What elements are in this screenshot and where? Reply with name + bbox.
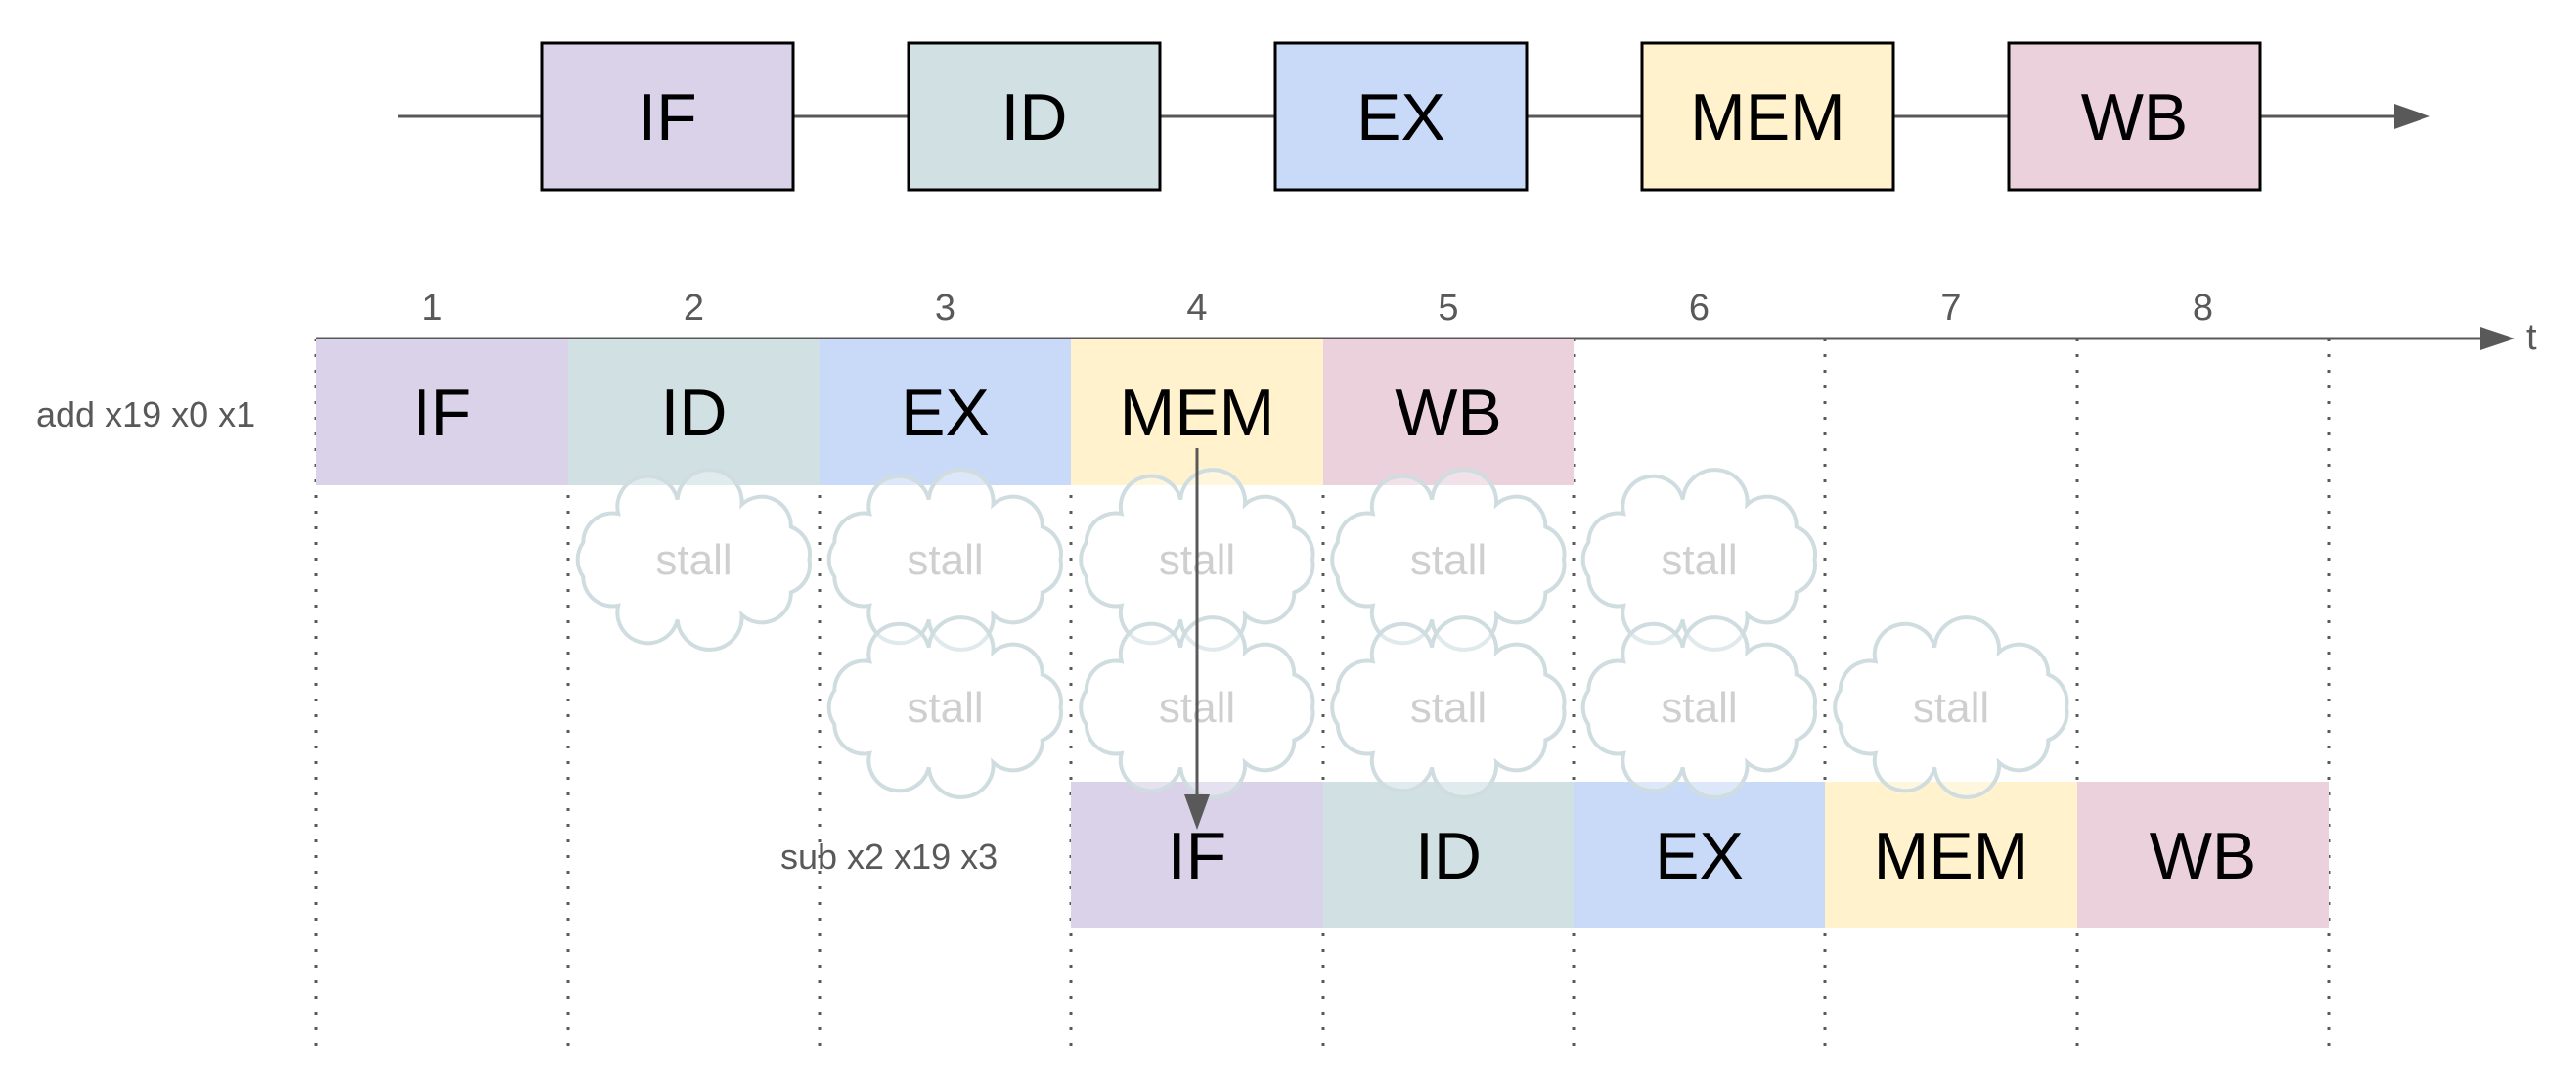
stall-label: stall bbox=[907, 684, 983, 732]
stage-cell-label-wb: WB bbox=[1395, 376, 1502, 450]
instruction-row: IF ID EX MEM WB bbox=[316, 339, 1574, 485]
stage-cell-if bbox=[316, 339, 568, 485]
stall-label: stall bbox=[1661, 536, 1737, 584]
cycle-tick-3: 3 bbox=[935, 288, 955, 329]
flow-label-wb: WB bbox=[2081, 80, 2189, 155]
stage-cell-label-ex: EX bbox=[1655, 819, 1744, 893]
cycle-tick-8: 8 bbox=[2193, 288, 2213, 329]
stage-cell-id bbox=[1323, 782, 1574, 928]
stage-cell-ex bbox=[820, 339, 1071, 485]
instruction-label-add: add x19 x0 x1 bbox=[36, 394, 255, 434]
cycle-tick-1: 1 bbox=[422, 288, 442, 329]
stall-label: stall bbox=[1410, 684, 1487, 732]
stall-label: stall bbox=[655, 536, 732, 584]
stall-label: stall bbox=[1661, 684, 1737, 732]
stage-cell-id bbox=[568, 339, 820, 485]
forwarding-arrow bbox=[1184, 448, 1210, 830]
stall-cloud bbox=[826, 615, 1063, 799]
stall-cloud bbox=[1580, 468, 1817, 652]
stall-cloud bbox=[1833, 615, 2069, 799]
stall-label: stall bbox=[907, 536, 983, 584]
cycle-tick-4: 4 bbox=[1186, 288, 1207, 329]
cycle-tick-6: 6 bbox=[1689, 288, 1710, 329]
instruction-label-sub: sub x2 x19 x3 bbox=[780, 837, 998, 877]
stage-cell-ex bbox=[1574, 782, 1825, 928]
cycle-tick-7: 7 bbox=[1940, 288, 1961, 329]
stage-cell-label-id: ID bbox=[661, 376, 728, 450]
stall-cloud bbox=[1580, 615, 1817, 799]
cycle-tick-5: 5 bbox=[1438, 288, 1458, 329]
stage-cell-wb bbox=[1323, 339, 1574, 485]
stall-label: stall bbox=[1913, 684, 1989, 732]
forwarding-arrow-head bbox=[1184, 794, 1210, 830]
stage-flow-arrowhead bbox=[2394, 104, 2430, 129]
stage-cell-wb bbox=[2077, 782, 2329, 928]
stage-cell-label-if: IF bbox=[1168, 819, 1226, 893]
stage-cell-label-mem: MEM bbox=[1120, 376, 1275, 450]
flow-box-mem bbox=[1640, 41, 1895, 192]
instruction-row: IF ID EX MEM WB bbox=[1071, 782, 2329, 928]
stall-cloud bbox=[826, 468, 1063, 652]
flow-label-ex: EX bbox=[1356, 80, 1445, 155]
stage-cell-label-mem: MEM bbox=[1874, 819, 2029, 893]
flow-box-wb bbox=[2007, 41, 2262, 192]
cycle-tick-2: 2 bbox=[684, 288, 704, 329]
stall-cloud bbox=[1330, 615, 1567, 799]
stage-cell-label-if: IF bbox=[413, 376, 471, 450]
flow-box-ex bbox=[1273, 41, 1529, 192]
flow-label-if: IF bbox=[638, 80, 696, 155]
stall-cloud bbox=[575, 468, 812, 652]
stage-cell-label-wb: WB bbox=[2150, 819, 2257, 893]
stall-label: stall bbox=[1410, 536, 1487, 584]
stall-cloud bbox=[1330, 468, 1567, 652]
stage-cell-label-ex: EX bbox=[901, 376, 990, 450]
time-axis-label: t bbox=[2526, 317, 2537, 358]
flow-label-id: ID bbox=[1001, 80, 1068, 155]
stage-flow: IF ID EX MEM WB bbox=[398, 41, 2430, 192]
flow-box-id bbox=[907, 41, 1162, 192]
flow-box-if bbox=[540, 41, 795, 192]
stage-cell-label-id: ID bbox=[1415, 819, 1482, 893]
stage-cell-mem bbox=[1825, 782, 2077, 928]
flow-label-mem: MEM bbox=[1690, 80, 1845, 155]
time-axis-arrowhead bbox=[2480, 327, 2515, 350]
